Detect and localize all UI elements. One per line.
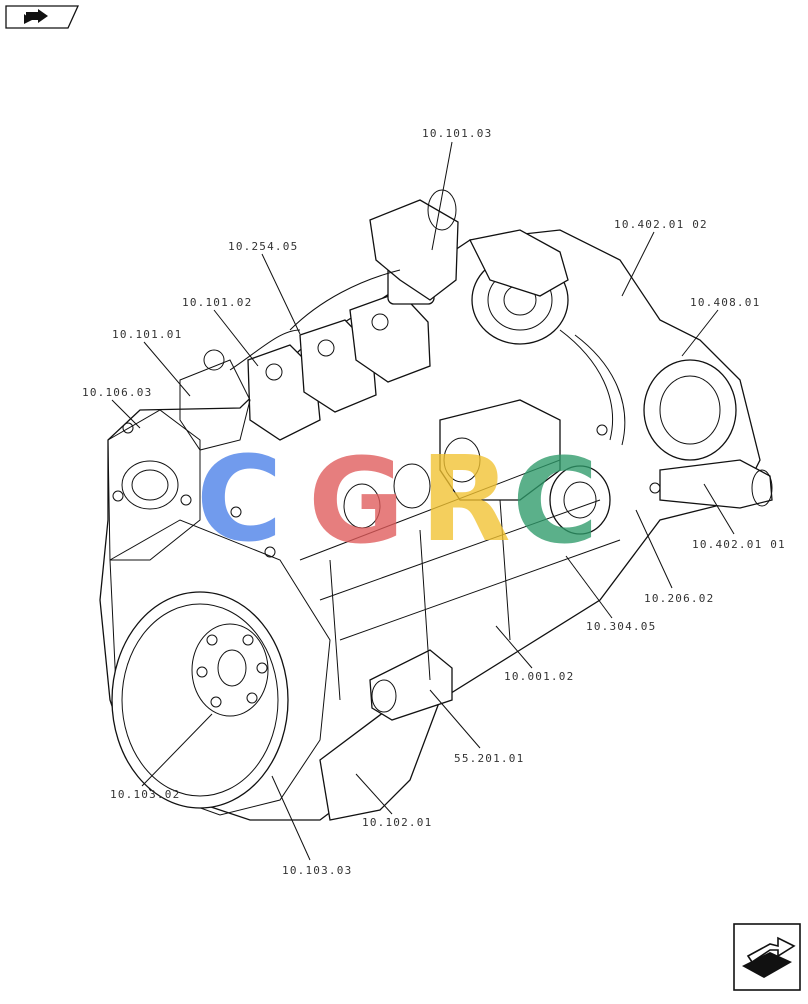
- leader-line: [271, 775, 311, 861]
- leader-line: [703, 483, 735, 535]
- leader-line: [431, 141, 453, 251]
- watermark-letter: C: [512, 432, 599, 570]
- leader-line: [213, 309, 259, 367]
- watermark-letter: G: [308, 432, 405, 570]
- book-arrow-icon[interactable]: [733, 923, 801, 991]
- leader-line: [621, 231, 655, 297]
- open-book-arrow-icon[interactable]: [5, 5, 80, 29]
- callout-label[interactable]: 10.254.05: [228, 240, 298, 253]
- watermark-letter: C: [196, 430, 283, 568]
- callout-label[interactable]: 10.206.02: [644, 592, 714, 605]
- callout-label[interactable]: 10.408.01: [690, 296, 760, 309]
- leader-line: [261, 253, 301, 335]
- callout-label[interactable]: 10.304.05: [586, 620, 656, 633]
- callout-label[interactable]: 10.106.03: [82, 386, 152, 399]
- leader-line: [565, 555, 613, 619]
- leader-line: [111, 399, 141, 429]
- engine-illustration: [99, 189, 773, 821]
- callout-label[interactable]: 10.001.02: [504, 670, 574, 683]
- leader-line: [681, 309, 719, 357]
- callout-label[interactable]: 10.402.01 01: [692, 538, 786, 551]
- leader-line: [355, 773, 393, 815]
- leader-line: [429, 689, 481, 749]
- leader-line: [143, 341, 191, 397]
- callout-label[interactable]: 10.101.02: [182, 296, 252, 309]
- callout-label[interactable]: 10.402.01 02: [614, 218, 708, 231]
- leader-lines: [111, 141, 735, 861]
- leader-line: [495, 625, 533, 669]
- leader-line: [635, 509, 673, 589]
- callout-labels: 10.101.03 10.402.01 02 10.254.05 10.101.…: [82, 127, 786, 877]
- watermark-letter: R: [420, 430, 511, 568]
- callout-label[interactable]: 10.102.01: [362, 816, 432, 829]
- callout-label[interactable]: 10.103.02: [110, 788, 180, 801]
- watermark: C G R C: [196, 430, 599, 570]
- callout-label[interactable]: 10.101.01: [112, 328, 182, 341]
- leader-line: [141, 713, 213, 787]
- callout-label[interactable]: 10.101.03: [422, 127, 492, 140]
- callout-label[interactable]: 55.201.01: [454, 752, 524, 765]
- callout-label[interactable]: 10.103.03: [282, 864, 352, 877]
